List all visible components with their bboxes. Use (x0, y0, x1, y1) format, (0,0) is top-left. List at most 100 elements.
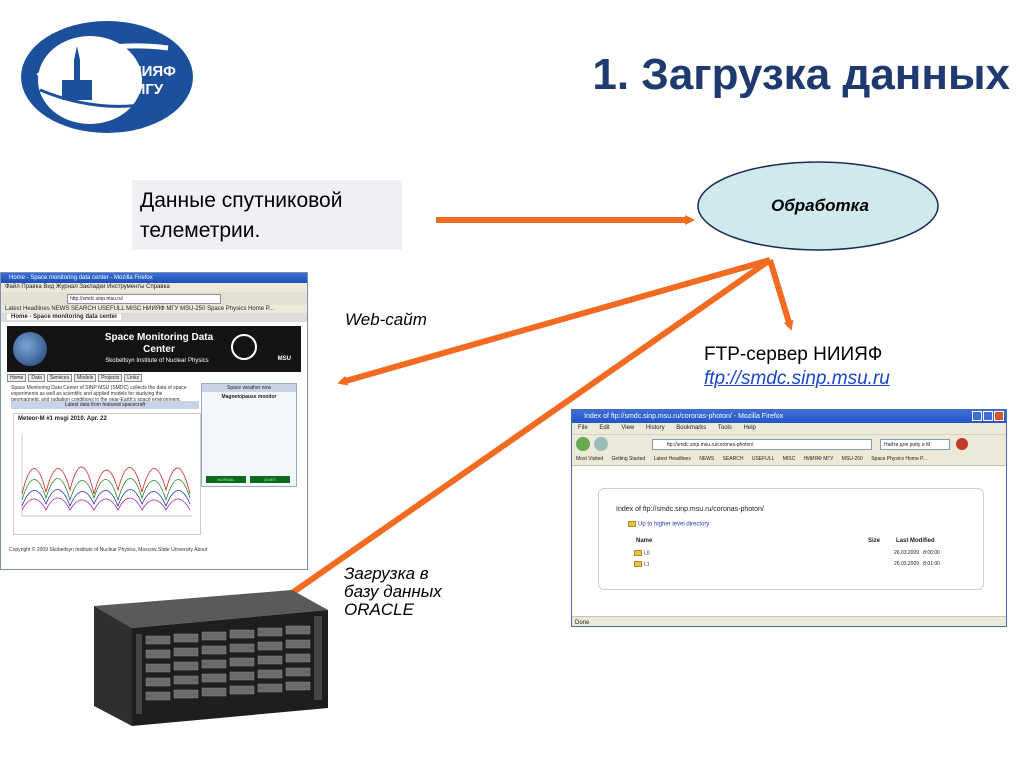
arrow-processing-to-web (337, 257, 771, 386)
folder-icon (634, 561, 642, 567)
ftp-status-bar: Done (572, 616, 1006, 626)
web-nav: Home Data Services Models Projects Links (7, 374, 301, 382)
web-side-quiet-text: QUIET (263, 477, 277, 482)
telemetry-box: Данные спутниковой телеметрии. (132, 180, 402, 250)
ftp-menu-bookmarks: Bookmarks (676, 425, 707, 431)
web-nav-links: Links (124, 374, 142, 382)
ftp-row: L1 26.03.2009 8:01:00 (634, 561, 954, 569)
maximize-icon (983, 411, 993, 421)
ftp-bookmark-7: НИИЯФ МГУ (803, 456, 834, 462)
ftp-bookmarks-bar: Most Visited Getting Started Latest Head… (572, 453, 1006, 466)
ftp-up-link: Up to higher level directory (628, 521, 709, 528)
ftp-toolbar: ftp://smdc.sinp.msu.ru/coronas-photon/ Н… (572, 434, 1006, 453)
ftp-search-box: Найти для putty и M (880, 438, 950, 450)
web-chart-caption: Meteor-M #1 msgi 2010. Apr. 22 (18, 416, 107, 422)
web-side-status-quiet: QUIET (250, 476, 290, 483)
ftp-row-date: 26.03.2009 (894, 561, 920, 567)
ftp-window-title-text: Index of ftp://smdc.sinp.msu.ru/coronas-… (584, 413, 784, 420)
ftp-menubar: File Edit View History Bookmarks Tools H… (572, 423, 1006, 434)
web-side-header: Space weather now (202, 384, 296, 392)
telemetry-line2: телеметрии. (140, 219, 261, 242)
ftp-col-size: Size (868, 538, 881, 544)
ftp-up-text: Up to higher level directory (638, 521, 710, 528)
ftp-row-datetime: 26.03.2009 8:00:00 (894, 550, 940, 556)
folder-up-icon (628, 521, 636, 527)
niiyaf-msu-logo: НИИЯФ МГУ (21, 21, 193, 133)
ftp-url-bar: ftp://smdc.sinp.msu.ru/coronas-photon/ (652, 438, 872, 450)
ftp-col-name: Name (636, 538, 653, 544)
web-side-normal-text: NORMAL (217, 477, 235, 482)
web-nav-data: Data (28, 374, 45, 382)
web-latest-header: Latest data from featured spacecraft (11, 401, 199, 409)
ftp-bookmark-9: Space Physics Home P... (871, 456, 927, 462)
web-chart-lines (21, 434, 192, 517)
ftp-row-time: 8:01:00 (923, 561, 940, 567)
ftp-window-buttons (972, 411, 1004, 421)
ftp-row-date: 26.03.2009 (894, 550, 920, 556)
web-nav-models: Models (74, 374, 97, 382)
ftp-menu-help: Help (743, 425, 756, 431)
web-site-label: Web-сайт (345, 310, 427, 329)
folder-icon (634, 550, 642, 556)
logo-text-line2: МГУ (133, 81, 164, 98)
ftp-menu-edit: Edit (599, 425, 610, 431)
web-data-chart: Meteor-M #1 msgi 2010. Apr. 22 (13, 413, 201, 535)
web-bookmarks-bar: Latest Headlines NEWS SEARCH USEFULL MIS… (1, 305, 307, 313)
database-server-image (94, 590, 328, 726)
processing-ellipse (697, 161, 939, 251)
web-nav-services: Services (46, 374, 73, 382)
back-icon (576, 437, 590, 451)
web-site-screenshot: Home - Space monitoring data center - Mo… (0, 272, 308, 570)
ftp-bookmark-5: USEFULL (751, 456, 775, 462)
ftp-server-link[interactable]: ftp://smdc.sinp.msu.ru (704, 368, 890, 389)
oracle-label: Загрузка в базу данных ORACLE (344, 565, 484, 619)
forward-icon (594, 437, 608, 451)
earth-icon (13, 332, 47, 366)
web-toolbar: http://smdc.sinp.msu.ru/ (1, 292, 307, 305)
web-side-panel: Space weather now Magnetopause monitor N… (201, 383, 297, 487)
ftp-server-title: FTP-сервер НИИЯФ (704, 344, 883, 365)
web-tab-label: Home - Space monitoring data center (7, 314, 122, 320)
ftp-row-name: L0 (644, 550, 650, 557)
ftp-window-title: Index of ftp://smdc.sinp.msu.ru/coronas-… (572, 410, 1006, 423)
oracle-line3: ORACLE (344, 600, 414, 619)
arrow-processing-to-ftp (767, 259, 794, 331)
web-side-sub: Magnetopause monitor (221, 394, 277, 400)
telemetry-line1: Данные спутниковой (140, 189, 343, 212)
ftp-row-datetime: 26.03.2009 8:01:00 (894, 561, 940, 567)
ftp-bookmark-2: Latest Headlines (653, 456, 691, 462)
ftp-menu-file: File (578, 425, 588, 431)
oracle-line2: базу данных (344, 582, 442, 601)
ftp-server-label: FTP-сервер НИИЯФ ftp://smdc.sinp.msu.ru (704, 343, 890, 391)
slide-title: 1. Загрузка данных (592, 50, 1010, 99)
ftp-bookmark-6: MISC (782, 456, 796, 462)
minimize-icon (972, 411, 982, 421)
web-footer: Copyright © 2009 Skobeltsyn Institute of… (9, 547, 208, 553)
arrow-processing-to-oracle (277, 257, 772, 603)
web-side-status-normal: NORMAL (206, 476, 246, 483)
ftp-listing-content: Index of ftp://smdc.sinp.msu.ru/coronas-… (572, 410, 1006, 626)
adblock-icon (956, 438, 968, 450)
web-nav-projects: Projects (98, 374, 123, 382)
sinp-logo-icon (231, 334, 257, 360)
ftp-row-name: L1 (644, 561, 650, 568)
ftp-row-time: 8:00:00 (923, 550, 940, 556)
ftp-browser-screenshot: Index of ftp://smdc.sinp.msu.ru/coronas-… (571, 409, 1007, 627)
ftp-col-modified: Last Modified (896, 538, 935, 544)
close-icon (994, 411, 1004, 421)
ftp-menu-tools: Tools (717, 425, 732, 431)
web-banner-msu: MSU (277, 356, 291, 362)
ftp-listing-panel (598, 488, 984, 590)
web-banner: Space Monitoring Data Center Skobeltsyn … (7, 326, 301, 372)
oracle-line1: Загрузка в (344, 564, 429, 583)
web-window-title: Home - Space monitoring data center - Mo… (1, 273, 307, 283)
web-menubar: Файл Правка Вид Журнал Закладки Инструме… (1, 283, 307, 292)
ftp-row: L0 26.03.2009 8:00:00 (634, 550, 954, 558)
ftp-bookmark-3: NEWS (699, 456, 715, 462)
web-banner-subtitle: Skobeltsyn Institute of Nuclear Physics (105, 358, 209, 364)
processing-label: Обработка (771, 196, 869, 215)
web-tab: Home - Space monitoring data center (1, 313, 307, 322)
logo-text-line1: НИИЯФ (120, 63, 176, 80)
ftp-bookmark-8: MSU-250 (841, 456, 863, 462)
